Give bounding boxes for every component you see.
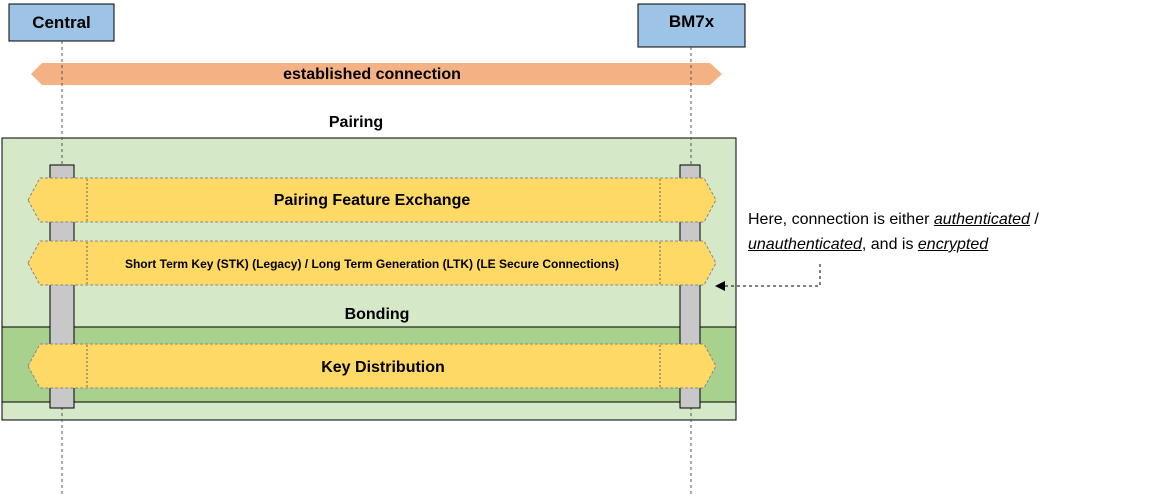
bonding-phase-title: Bonding	[345, 306, 410, 323]
note-connector-arrow	[715, 264, 821, 291]
participant-bm7x: BM7x	[637, 3, 746, 48]
note-authenticated: authenticated	[933, 211, 1030, 228]
note-unauthenticated: unauthenticated	[748, 236, 862, 253]
pairing-phase-title: Pairing	[329, 114, 383, 131]
key-distribution-label: Key Distribution	[321, 359, 445, 376]
participant-bm7x-label: BM7x	[669, 12, 715, 31]
note-encrypted: encrypted	[917, 236, 989, 253]
note-separator: /	[1029, 211, 1039, 228]
established-connection-arrow: established connection	[31, 63, 722, 85]
note-mid-text: , and is	[861, 236, 918, 253]
connection-state-note: Here, connection is either authenticated…	[748, 207, 1158, 257]
message-pairing-feature-exchange: Pairing Feature Exchange	[27, 177, 717, 223]
message-key-generation: Short Term Key (STK) (Legacy) / Long Ter…	[27, 240, 717, 286]
note-lead-text: Here, connection is either	[748, 211, 934, 228]
pairing-feature-exchange-label: Pairing Feature Exchange	[274, 192, 471, 209]
key-generation-label: Short Term Key (STK) (Legacy) / Long Ter…	[125, 257, 619, 271]
established-connection-label: established connection	[283, 66, 461, 83]
participant-central-label: Central	[32, 13, 91, 32]
participant-central: Central	[8, 3, 115, 42]
message-key-distribution: Key Distribution	[27, 343, 717, 389]
